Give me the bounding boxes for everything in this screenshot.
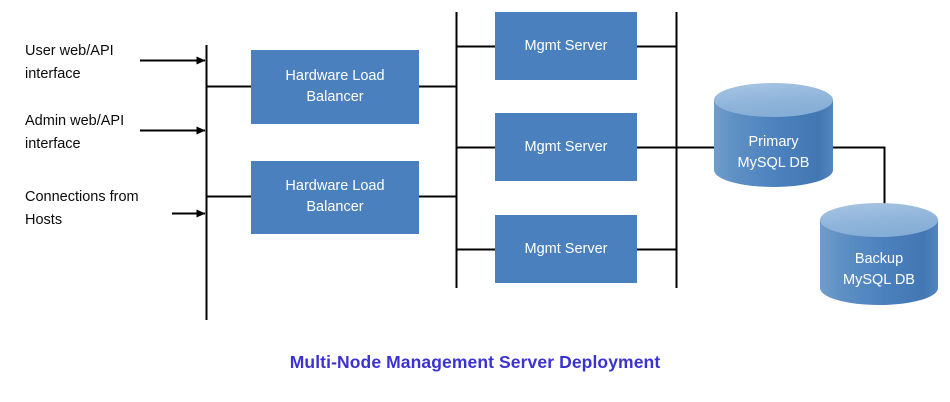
backup-mysql-db-shape — [820, 203, 938, 305]
hardware-load-balancer-1-label: Hardware Load Balancer — [285, 68, 385, 106]
hardware-load-balancer-2-label: Hardware Load Balancer — [285, 178, 385, 216]
mgmt-server-2[interactable]: Mgmt Server — [495, 113, 637, 181]
diagram-title: Multi-Node Management Server Deployment — [289, 352, 661, 372]
mgmt-server-3[interactable]: Mgmt Server — [495, 215, 637, 283]
mgmt-server-1[interactable]: Mgmt Server — [495, 12, 637, 80]
hardware-load-balancer-2[interactable]: Hardware Load Balancer — [251, 161, 419, 234]
link-primary-db-to-backup-db — [832, 146, 886, 222]
hardware-load-balancer-1[interactable]: Hardware Load Balancer — [251, 50, 419, 124]
label-connections-from-hosts: Connections from Hosts — [25, 189, 139, 229]
primary-mysql-db-shape — [714, 83, 833, 187]
mgmt-server-2-label: Mgmt Server — [524, 139, 608, 155]
label-admin-web-api-interface: Admin web/API interface — [25, 113, 125, 153]
label-user-web-api-interface: User web/API interface — [25, 43, 114, 83]
mgmt-server-1-label: Mgmt Server — [524, 38, 608, 54]
mgmt-server-3-label: Mgmt Server — [524, 241, 608, 257]
